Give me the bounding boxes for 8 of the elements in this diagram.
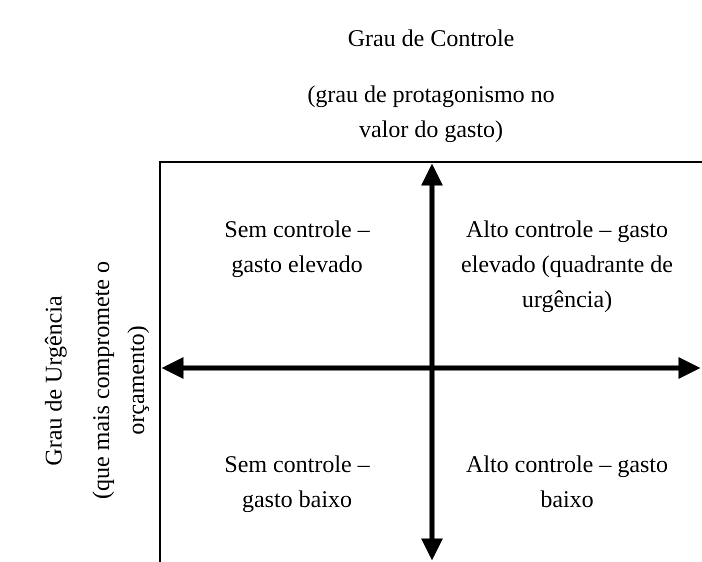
axis-subtitle: (grau de protagonismo no valor do gasto) xyxy=(306,81,556,145)
quadrant-label: Sem controle – gasto elevado xyxy=(223,216,371,280)
quadrant-label: Sem controle – gasto baixo xyxy=(223,451,371,515)
quadrant-label: Alto controle – gasto baixo xyxy=(465,451,669,515)
quadrant-label: Alto controle – gasto elevado (quadrante de urgência) xyxy=(460,216,674,315)
axis-title: Grau de Urgência xyxy=(40,294,68,468)
axis-title: Grau de Controle xyxy=(346,25,516,54)
axis-subtitle: (que mais compromete o orçamento) xyxy=(88,260,151,501)
